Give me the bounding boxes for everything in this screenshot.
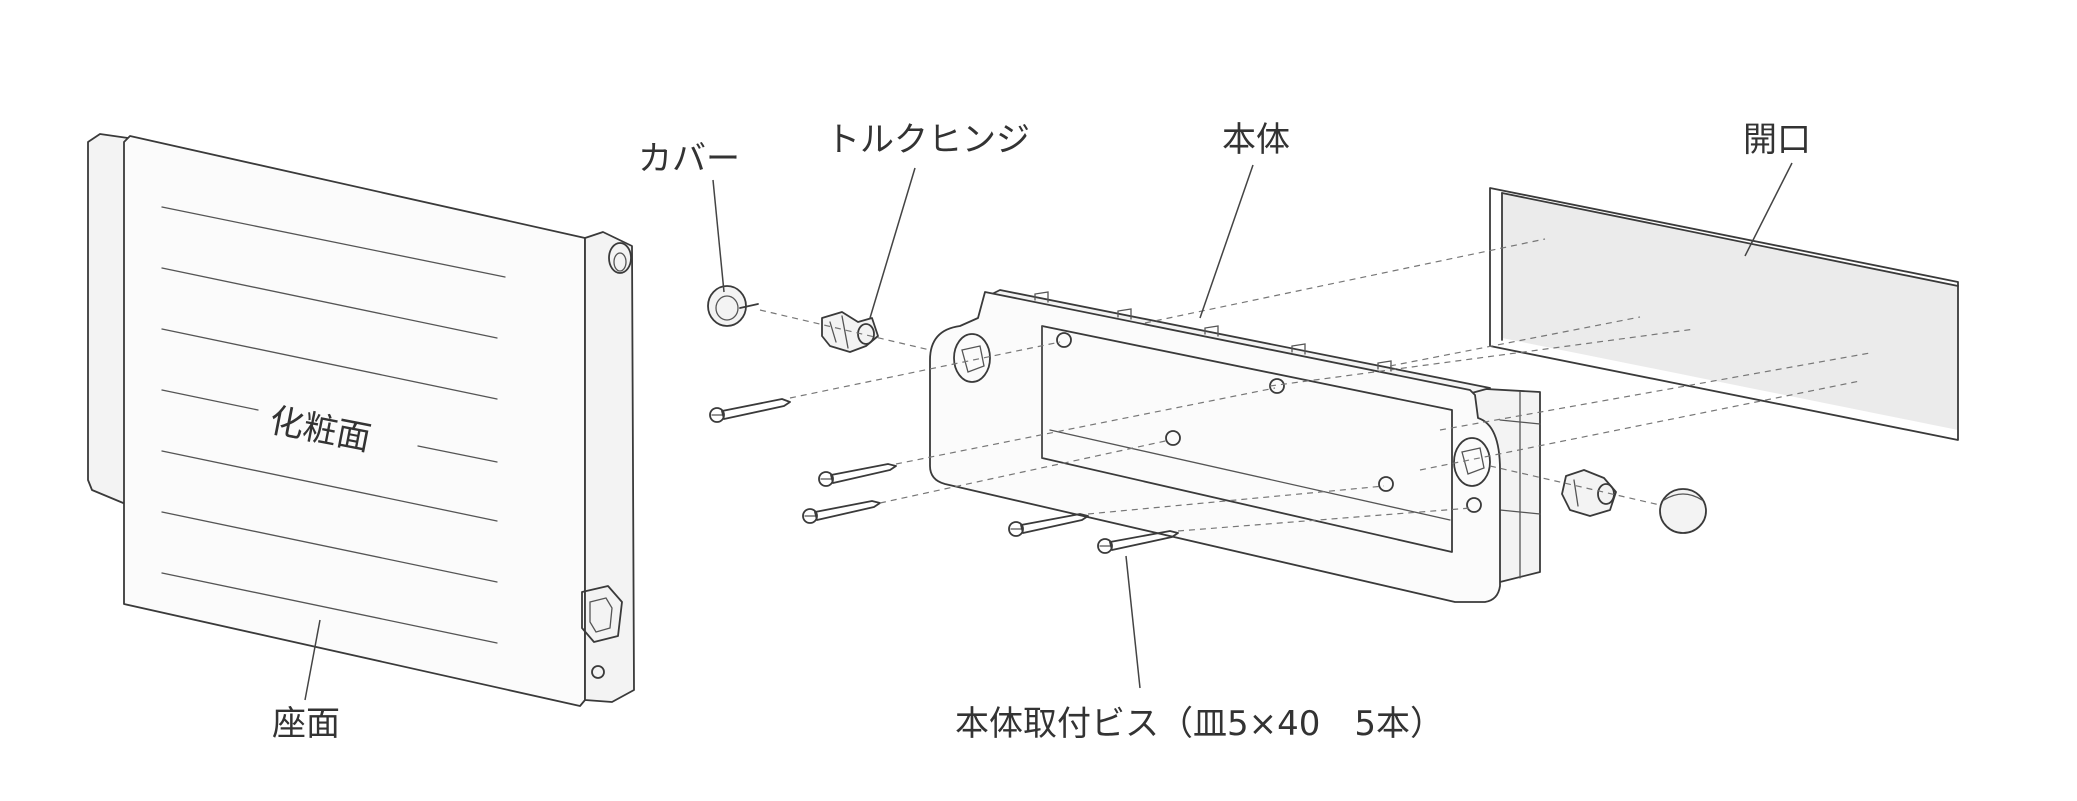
mounting-screws	[709, 398, 1179, 554]
assembly-guides	[759, 238, 1871, 532]
screw	[1008, 513, 1089, 537]
torque-hinge-right	[1561, 469, 1617, 517]
screw	[818, 463, 897, 487]
cover-cap-right	[1659, 488, 1707, 534]
label-torque-hinge: トルクヒンジ	[826, 120, 1030, 160]
cover-part	[707, 285, 759, 327]
label-seat-surface: 座面	[272, 704, 340, 744]
label-mounting-screws: 本体取付ビス（皿5×40 5本）	[955, 704, 1444, 744]
screw	[709, 398, 791, 423]
label-body: 本体	[1222, 120, 1290, 160]
screw	[1097, 530, 1179, 554]
wall-opening	[1489, 187, 1959, 441]
seat-panel	[87, 133, 635, 707]
label-opening: 開口	[1743, 120, 1811, 160]
body-frame	[929, 289, 1541, 603]
torque-hinge-left	[821, 311, 879, 353]
leader-lines	[304, 162, 1793, 701]
screw	[802, 500, 881, 524]
seat-face-lines	[161, 206, 506, 644]
label-cover: カバー	[638, 139, 740, 179]
